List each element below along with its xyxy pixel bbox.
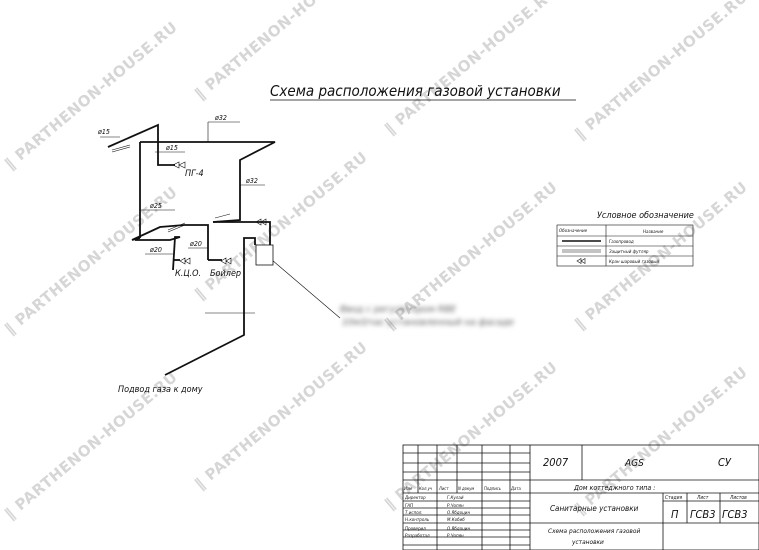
stamp-header: Кол.уч — [419, 486, 433, 491]
svg-text:Листов: Листов — [729, 495, 747, 501]
svg-text:ГСВ3: ГСВ3 — [690, 508, 716, 521]
stamp-name: Р.Чопян — [447, 533, 464, 539]
label-d20: ø20 — [149, 246, 162, 254]
label-d15: ø15 — [165, 144, 178, 152]
legend-row: Защитный футляр — [609, 249, 649, 255]
legend-row: Кран шаровый газовый — [609, 259, 659, 265]
stamp-header: Лист — [438, 486, 449, 491]
svg-text:П: П — [671, 508, 679, 521]
drawing-title: Схема расположения газовой установки — [270, 82, 561, 100]
watermark: ‖ PARTHENON-HOUSE.RU — [191, 148, 372, 304]
label-boiler: Бойлер — [210, 269, 241, 279]
svg-text:установки: установки — [571, 538, 604, 546]
svg-text:Дом коттеджного типа :: Дом коттеджного типа : — [573, 484, 655, 492]
svg-text:2007: 2007 — [543, 456, 569, 469]
stamp-header: Подпись — [484, 486, 501, 491]
svg-text:AGS: AGS — [624, 458, 644, 469]
legend-col2: Название — [643, 229, 664, 235]
legend-col1: Обозначение — [559, 227, 588, 234]
svg-text:СУ: СУ — [718, 456, 732, 469]
label-d32: ø32 — [245, 177, 258, 185]
blurred-note: Ввод с регулятором RBE — [340, 305, 457, 315]
boiler-unit — [255, 244, 274, 266]
svg-text:Схема расположения газовой: Схема расположения газовой — [548, 527, 640, 535]
legend-row: Газопровод — [609, 239, 634, 245]
title-block — [402, 444, 759, 550]
label-d25: ø25 — [149, 202, 162, 210]
watermark: ‖ PARTHENON-HOUSE.RU — [571, 363, 752, 519]
svg-text:ГСВ3: ГСВ3 — [722, 508, 748, 521]
stamp-name: Г.Кулай — [447, 495, 464, 501]
stamp-header: Изм — [404, 486, 412, 491]
legend: Условное обозначение Обозначение Названи… — [556, 211, 694, 267]
svg-text:Санитарные установки: Санитарные установки — [550, 504, 639, 513]
watermark: ‖ PARTHENON-HOUSE.RU — [571, 0, 752, 144]
stamp-name: О.Ябдоцин — [447, 509, 470, 516]
stamp-role: Н.контроль — [405, 517, 430, 523]
legend-title: Условное обозначение — [597, 211, 694, 221]
watermark: ‖ PARTHENON-HOUSE.RU — [191, 338, 372, 494]
label-d20: ø20 — [189, 240, 202, 248]
stamp-header: Дата — [510, 486, 521, 491]
label-gas-supply: Подвод газа к дому — [118, 385, 203, 395]
svg-text:Стадия: Стадия — [665, 495, 683, 501]
stamp-role: Проверил — [405, 526, 426, 532]
stamp-role: ГАП — [405, 503, 413, 509]
stamp-name: М.Кобиб — [447, 516, 465, 523]
stamp-texts: 2007 AGS СУ Дом коттеджного типа : Санит… — [543, 456, 748, 546]
label-d15: ø15 — [97, 128, 110, 136]
gas-piping — [107, 123, 276, 376]
stamp-role: Т.испол. — [405, 510, 423, 516]
stamp-role: Разработал — [405, 532, 430, 539]
label-d32: ø32 — [214, 114, 227, 122]
stamp-role: Директор — [404, 495, 426, 501]
watermark: ‖ PARTHENON-HOUSE.RU — [381, 0, 562, 139]
label-pg4: ПГ-4 — [185, 169, 204, 179]
label-kco: К.Ц.О. — [175, 269, 201, 279]
watermark: ‖ PARTHENON-HOUSE.RU — [1, 18, 182, 174]
stamp-name: Р.Чопян — [447, 503, 464, 509]
svg-text:Лист: Лист — [696, 495, 709, 501]
stamp-name: О.Ябдоцин — [447, 525, 470, 532]
stamp-header: N докум — [458, 486, 474, 491]
blurred-note: 10м3/час установленный на фасаде — [342, 318, 514, 328]
